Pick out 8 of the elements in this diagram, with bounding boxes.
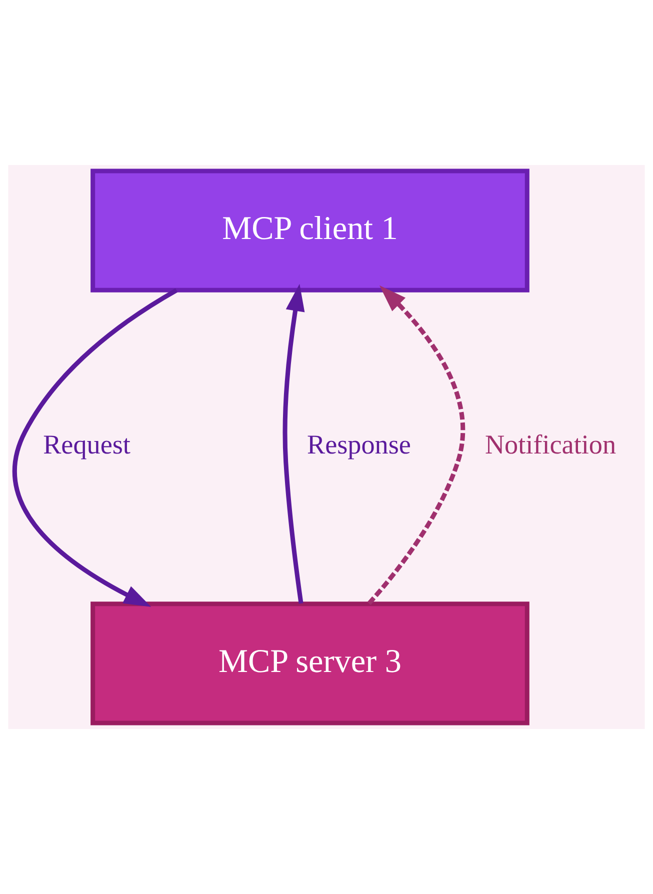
node-box: MCP client 1 [90, 168, 530, 292]
arrow [282, 284, 305, 604]
arrow [12, 288, 178, 607]
edge-label: Notification [484, 430, 616, 460]
edge-label: Request [43, 430, 130, 460]
node-box: MCP server 3 [90, 602, 530, 726]
edge-label: Response [307, 430, 411, 460]
arrow [367, 285, 466, 605]
